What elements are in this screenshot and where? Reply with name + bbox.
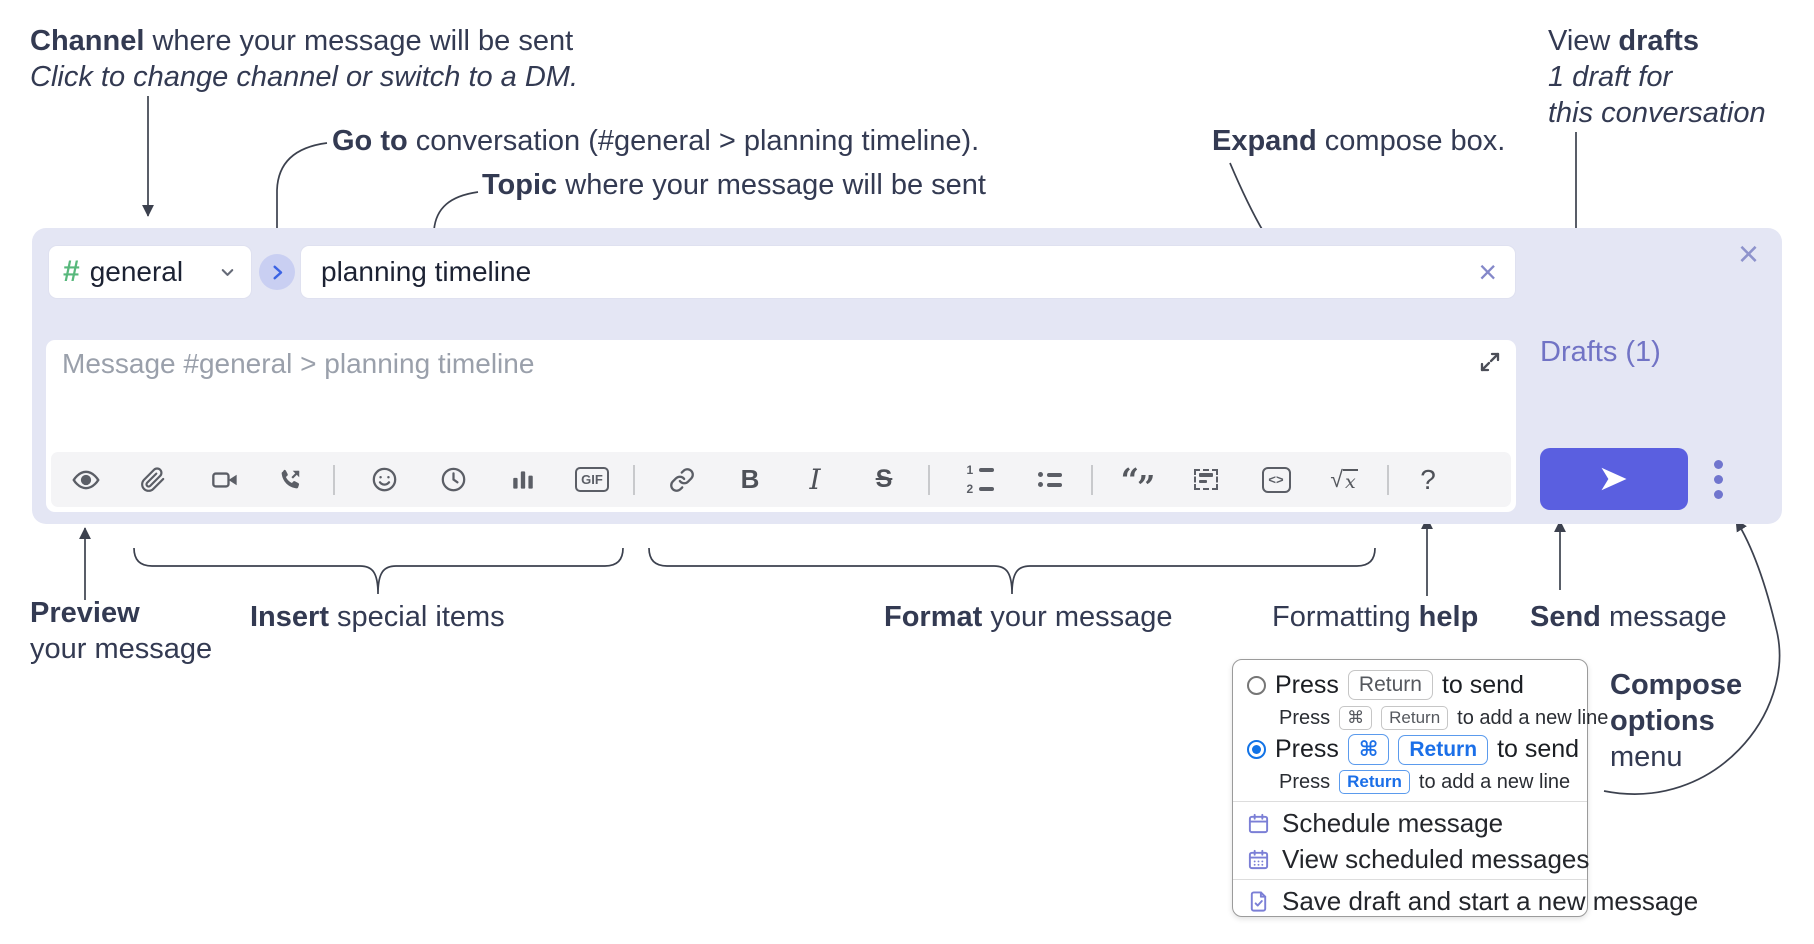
code-icon[interactable]: <> [1257,452,1295,507]
send-button[interactable] [1540,448,1688,510]
cmd-key: ⌘ [1339,706,1373,730]
gif-icon[interactable]: GIF [573,452,611,507]
compose-options-annotation-line1: Compose [1610,669,1743,701]
strikethrough-icon[interactable]: S [875,465,893,493]
view-drafts-annotation-line2: 1 draft for [1548,61,1673,93]
expand-compose-icon[interactable] [1478,350,1502,374]
toolbar-divider [633,465,635,495]
attach-file-icon[interactable] [134,452,172,507]
save-draft-icon [1250,891,1267,912]
chevron-down-icon [221,268,234,276]
radio-unselected-icon[interactable] [1247,675,1266,695]
message-formatting-help-icon[interactable]: ? [1420,463,1436,495]
bulleted-list-icon[interactable] [1031,452,1069,507]
return-key: Return [1381,706,1449,730]
drafts-link[interactable]: Drafts (1) [1540,336,1661,368]
message-box: GIF B I S 1 2 [46,340,1516,512]
send-option-return[interactable]: Press Return to send [1247,670,1524,700]
toolbar-divider [1091,465,1093,495]
popup-divider [1233,879,1587,880]
link-icon[interactable] [663,452,701,507]
topic-annotation: Topic where your message will be sent [482,169,986,201]
channel-annotation: Channel where your message will be sent [30,25,574,57]
go-to-conversation-button[interactable] [259,254,295,290]
channel-name: general [89,256,184,287]
preview-icon[interactable] [67,452,105,507]
save-draft-item[interactable]: Save draft and start a new message [1247,886,1698,917]
poll-icon[interactable] [504,452,542,507]
calendar-grid-icon [1248,849,1269,870]
compose-box: # general × × Drafts (1) [32,228,1782,524]
channel-annotation-sub: Click to change channel or switch to a D… [30,61,579,93]
cmd-key: ⌘ [1347,734,1390,765]
preview-annotation: Preview [30,597,140,629]
send-option-cmd-return[interactable]: Press ⌘ Return to send [1247,734,1579,765]
send-option-cmd-return-sub: Press Return to add a new line [1279,770,1571,794]
time-mention-icon[interactable] [434,452,472,507]
toolbar-divider [1387,465,1389,495]
return-key: Return [1347,670,1433,700]
send-plane-icon [1601,467,1627,491]
channel-hash-icon: # [63,255,80,288]
preview-annotation-line2: your message [30,633,213,665]
radio-selected-icon[interactable] [1247,740,1266,759]
compose-options-menu-icon[interactable] [1714,460,1723,499]
formatting-help-annotation: Formatting help [1272,601,1479,633]
return-key: Return [1339,770,1410,794]
compose-options-annotation-line2: options [1610,705,1715,737]
toolbar-divider [928,465,930,495]
format-brace [648,547,1376,595]
view-drafts-annotation-line3: this conversation [1548,97,1766,129]
topic-input-box: × [300,245,1516,299]
spoiler-icon[interactable] [1187,452,1225,507]
italic-icon[interactable]: I [809,463,821,496]
topic-clear-icon[interactable]: × [1478,254,1497,290]
compose-options-annotation-line3: menu [1610,741,1683,773]
popup-divider [1233,801,1587,802]
numbered-list-icon[interactable]: 1 2 [961,452,999,507]
send-annotation: Send message [1530,601,1727,633]
insert-brace [133,547,624,595]
topic-input[interactable] [319,255,1479,289]
view-scheduled-messages-item[interactable]: View scheduled messages [1247,844,1589,875]
insert-annotation: Insert special items [250,601,505,633]
return-key: Return [1398,734,1489,765]
math-icon[interactable]: √x [1330,466,1358,493]
send-option-return-sub: Press ⌘ Return to add a new line [1279,706,1609,730]
toolbar-divider [333,465,335,495]
quote-icon[interactable]: “” [1120,460,1156,506]
compose-toolbar: GIF B I S 1 2 [51,452,1511,507]
bold-icon[interactable]: B [740,464,760,494]
go-to-annotation: Go to conversation (#general > planning … [332,125,980,157]
emoji-icon[interactable] [365,452,403,507]
expand-annotation: Expand compose box. [1212,125,1506,157]
calendar-icon [1248,813,1269,834]
video-call-icon[interactable] [206,452,244,507]
chevron-right-icon [272,265,282,279]
message-input[interactable] [60,346,1464,450]
format-annotation: Format your message [884,601,1173,633]
voice-call-icon[interactable] [271,452,309,507]
channel-selector[interactable]: # general [48,245,252,299]
compose-options-popup: Press Return to send Press ⌘ Return to a… [1232,659,1698,917]
schedule-message-item[interactable]: Schedule message [1247,808,1503,839]
close-compose-icon[interactable]: × [1738,233,1760,274]
view-drafts-annotation: View drafts [1548,25,1699,57]
